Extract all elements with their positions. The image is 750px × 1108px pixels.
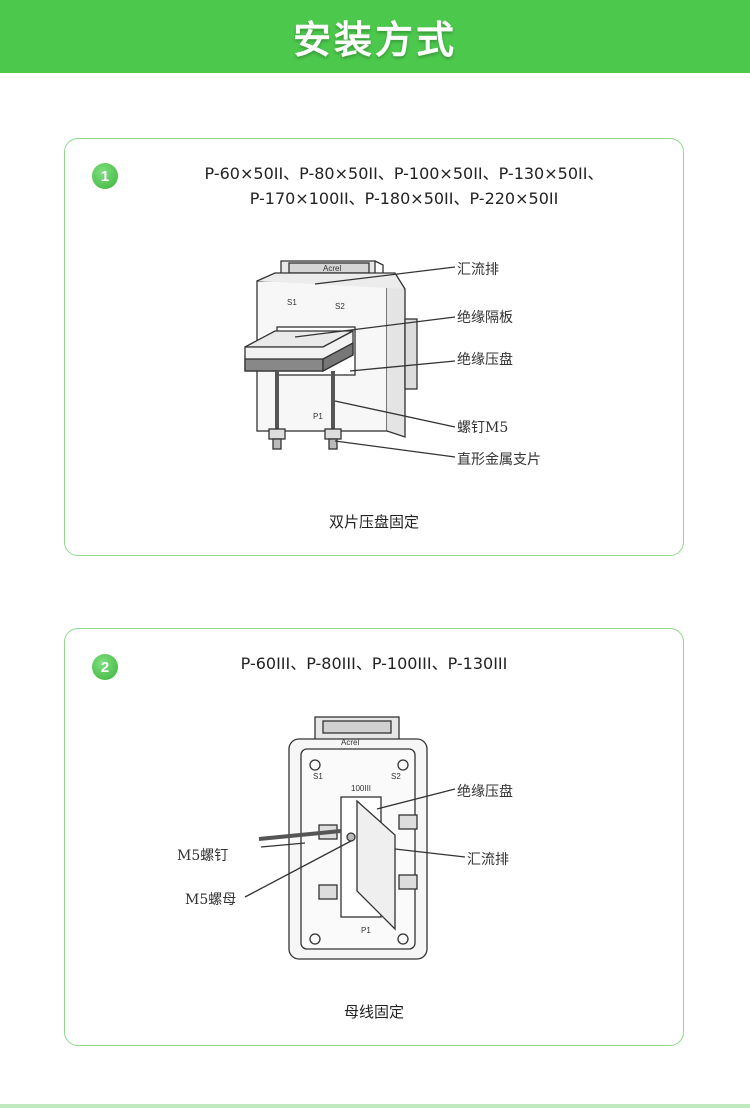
model-list: P-60III、P-80III、P-100III、P-130III <box>240 654 508 673</box>
terminal-s1-mark: S1 <box>287 298 297 307</box>
label-screw: 螺钉M5 <box>457 420 509 436</box>
terminal-p1-mark: P1 <box>313 412 323 421</box>
label-insulating-clamp: 绝缘压盘 <box>457 784 513 800</box>
step-number-badge: 2 <box>92 654 118 680</box>
model-list-line-1: P-60×50II、P-80×50II、P-100×50II、P-130×50I… <box>204 164 604 183</box>
brand-mark: Acrel <box>323 264 341 273</box>
terminal-s2-mark: S2 <box>391 772 401 781</box>
label-bracket: 直形金属支片 <box>457 452 541 468</box>
double-clamp-diagram: S1 S2 P1 Acrel <box>244 260 456 458</box>
install-method-card-1: 1 P-60×50II、P-80×50II、P-100×50II、P-130×5… <box>64 138 684 556</box>
method-caption: 母线固定 <box>343 1003 404 1021</box>
terminal-p1-mark: P1 <box>361 926 371 935</box>
label-busbar: 汇流排 <box>457 262 499 278</box>
label-nut: M5螺母 <box>185 892 237 908</box>
step-number-badge: 1 <box>92 163 118 189</box>
label-screw: M5螺钉 <box>177 848 229 864</box>
busbar-fixing-diagram: S1 S2 P1 Acrel 100III <box>244 716 466 960</box>
page-header: 安装方式 <box>0 0 750 73</box>
bottom-divider <box>0 1104 750 1108</box>
page-title: 安装方式 <box>292 18 457 62</box>
label-busbar: 汇流排 <box>467 852 509 868</box>
label-insulating-clamp: 绝缘压盘 <box>457 352 513 368</box>
rating-mark: 100III <box>351 784 371 793</box>
brand-mark: Acrel <box>341 738 359 747</box>
method-caption: 双片压盘固定 <box>328 513 419 531</box>
terminal-s2-mark: S2 <box>335 302 345 311</box>
terminal-s1-mark: S1 <box>313 772 323 781</box>
label-insulating-plate: 绝缘隔板 <box>457 310 513 326</box>
model-list-line-2: P-170×100II、P-180×50II、P-220×50II <box>249 189 559 208</box>
model-list: P-60×50II、P-80×50II、P-100×50II、P-130×50I… <box>95 161 713 211</box>
install-method-card-2: 2 P-60III、P-80III、P-100III、P-130III <box>64 628 684 1046</box>
